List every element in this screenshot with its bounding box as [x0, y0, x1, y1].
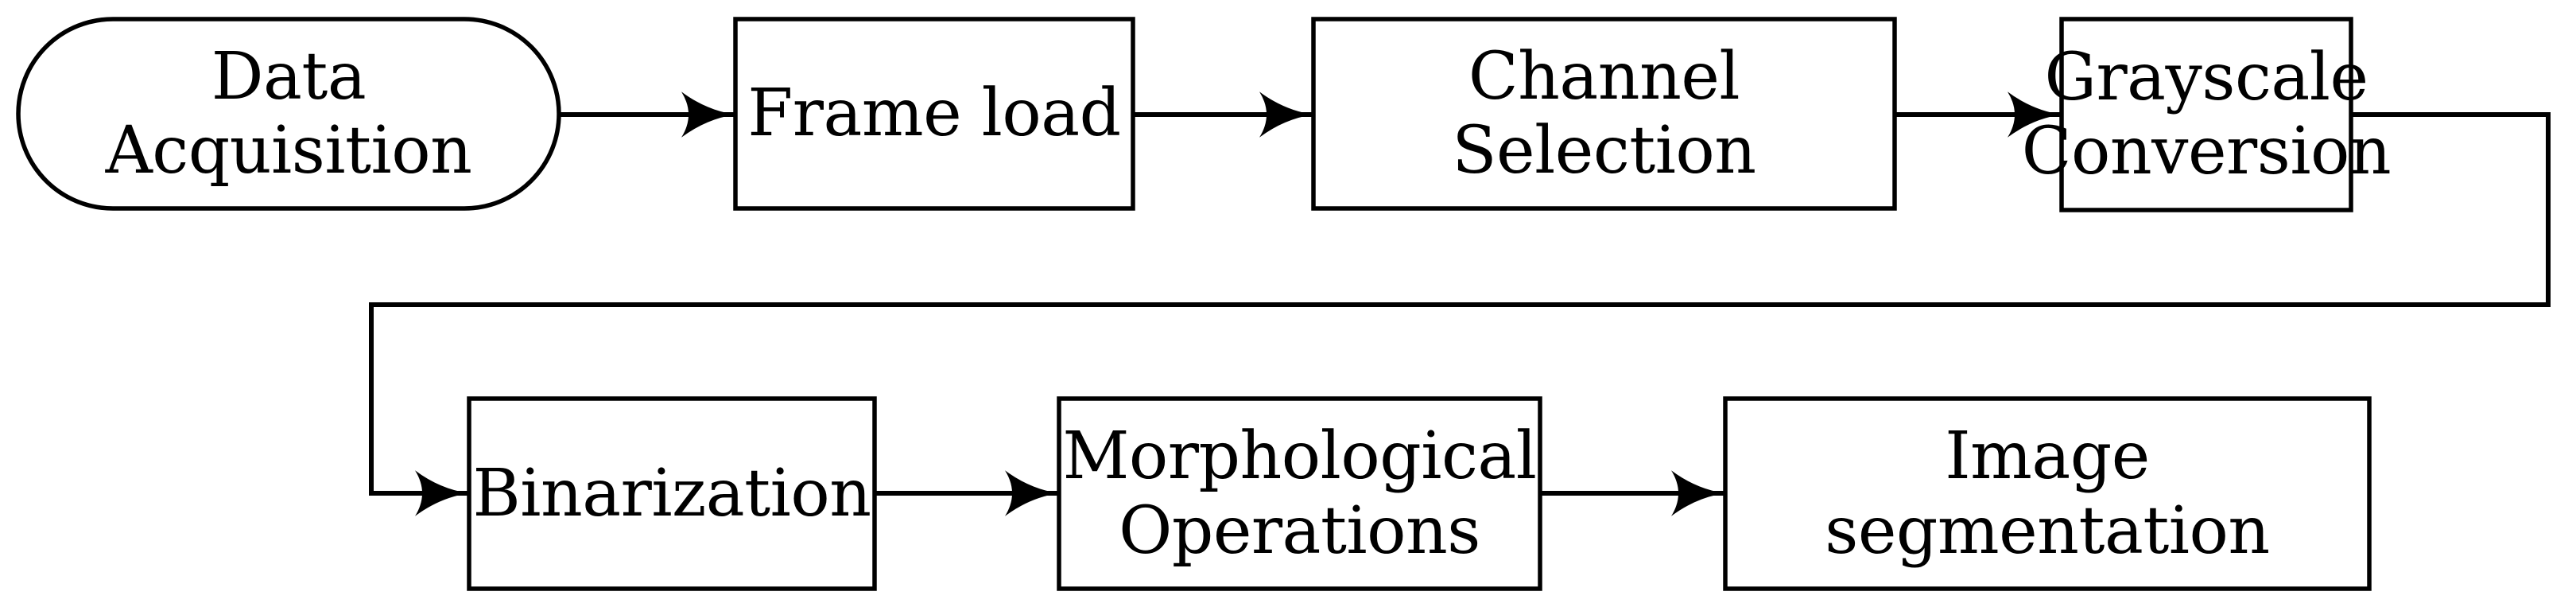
- node-grayscale-conversion[interactable]: [2059, 17, 2353, 212]
- edge-grayscale-to-binarization: [369, 112, 2551, 516]
- node-binarization[interactable]: [467, 396, 877, 591]
- node-data-acquisition[interactable]: [16, 17, 561, 211]
- node-image-segmentation[interactable]: [1723, 396, 2372, 591]
- node-morphological-operations[interactable]: [1057, 396, 1542, 591]
- node-channel-selection[interactable]: [1311, 17, 1897, 211]
- node-frame-load[interactable]: [733, 17, 1135, 211]
